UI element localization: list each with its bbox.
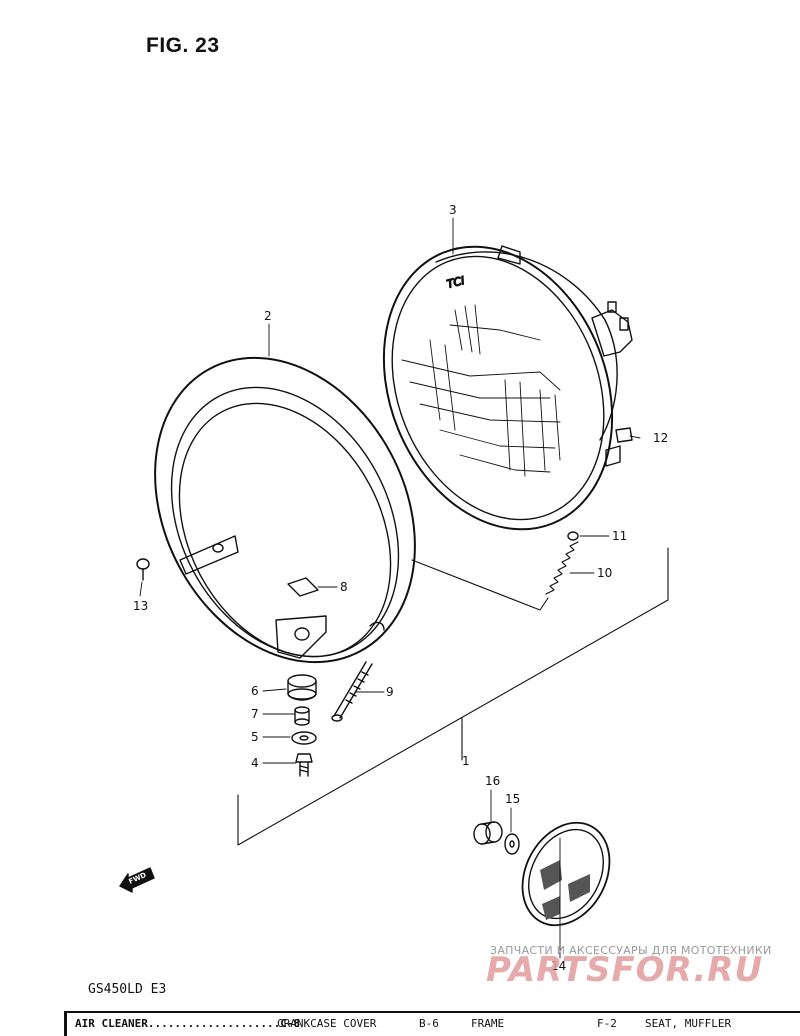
headlight-rim xyxy=(154,356,416,664)
figure-title: FIG. 23 xyxy=(146,34,220,57)
part-7-spacer xyxy=(294,706,310,726)
callout-5: 5 xyxy=(251,730,259,744)
callout-2: 2 xyxy=(264,309,272,323)
callout-10: 10 xyxy=(597,566,612,580)
lens-marking: TCI xyxy=(446,274,466,291)
index-link-crankcase-cover[interactable]: CRANKCASE COVER xyxy=(277,1017,377,1030)
callout-15: 15 xyxy=(505,792,520,806)
headlight-unit: TCI xyxy=(382,245,633,531)
section-index-bar: AIR CLEANER....................C-8 CRANK… xyxy=(64,1011,800,1036)
callout-1: 1 xyxy=(462,754,470,768)
part-4-bolt xyxy=(295,753,313,777)
index-link-air-cleaner[interactable]: AIR CLEANER....................C-8 xyxy=(75,1017,301,1030)
index-page-crankcase-cover: B-6 xyxy=(419,1017,439,1030)
callout-13: 13 xyxy=(133,599,148,613)
index-link-seat-muffler[interactable]: SEAT, MUFFLER xyxy=(645,1017,732,1030)
watermark-caption: ЗАПЧАСТИ И АКСЕССУАРЫ ДЛЯ МОТОТЕХНИКИ xyxy=(490,944,772,957)
part-15-washer xyxy=(504,833,520,855)
callout-11: 11 xyxy=(612,529,627,543)
leader-lines xyxy=(139,217,641,959)
part-14-reflector xyxy=(521,821,611,927)
index-page-frame: F-2 xyxy=(597,1017,617,1030)
part-16-spacer xyxy=(473,821,503,845)
callout-labels: 1 2 3 4 5 6 7 8 9 10 11 12 13 14 15 16 F… xyxy=(128,203,669,973)
index-link-frame[interactable]: FRAME xyxy=(471,1017,505,1030)
part-12-clip xyxy=(615,427,633,443)
part-8-nut xyxy=(287,577,319,597)
callout-7: 7 xyxy=(251,707,259,721)
assembly-bracket-lines xyxy=(237,547,669,846)
part-11-nut xyxy=(567,531,579,541)
part-10-spring xyxy=(545,541,579,595)
callout-6: 6 xyxy=(251,684,259,698)
callout-12: 12 xyxy=(653,431,668,445)
model-code: GS450LD E3 xyxy=(88,982,167,997)
part-5-washer xyxy=(291,731,317,745)
watermark-logo: PARTSFOR.RU xyxy=(486,950,764,990)
callout-14: 14 xyxy=(551,959,566,973)
part-13-screw xyxy=(136,558,150,581)
callout-4: 4 xyxy=(251,756,259,770)
callout-3: 3 xyxy=(449,203,457,217)
part-9-adjust-screw xyxy=(331,661,373,722)
forward-arrow-icon xyxy=(119,867,155,893)
callout-16: 16 xyxy=(485,774,500,788)
callout-9: 9 xyxy=(386,685,394,699)
callout-8: 8 xyxy=(340,580,348,594)
part-6-grommet xyxy=(287,674,317,701)
